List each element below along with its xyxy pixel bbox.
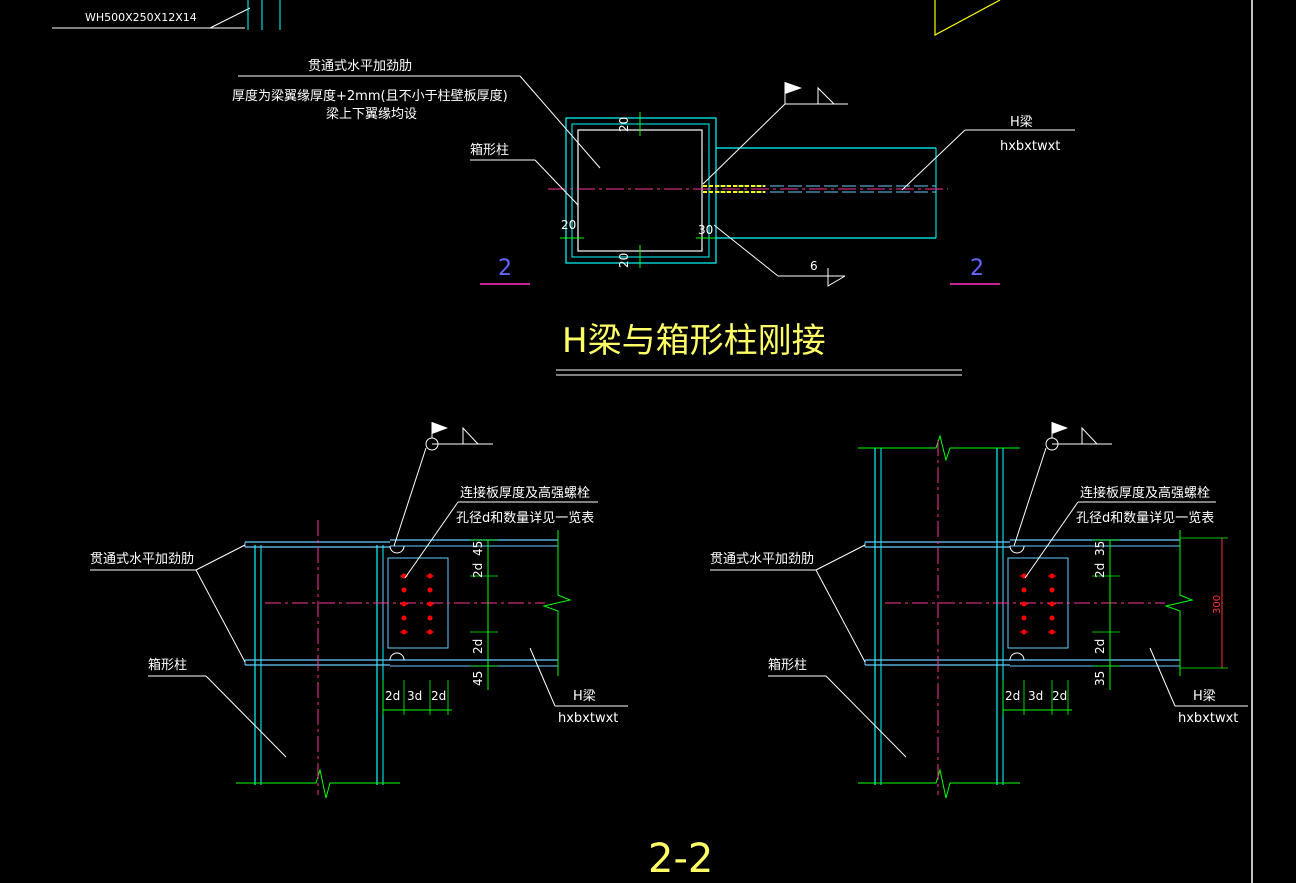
wall-bottom-dim: 20 — [617, 253, 631, 268]
right-dim-h-3: 2d — [1052, 689, 1067, 703]
beam-size-top-label: WH500X250X12X14 — [85, 11, 197, 24]
right-dim-h-1: 2d — [1005, 689, 1020, 703]
right-dim-h-2: 3d — [1028, 689, 1043, 703]
weld-symbol-left — [393, 422, 493, 547]
right-connection-note-1: 连接板厚度及高强螺栓 — [1080, 485, 1210, 501]
right-section-detail: 2d 35 2d 35 300 2d 3d 2d 连接板厚度及高强螺栓 孔径d和… — [710, 422, 1248, 799]
weld-symbol-plan — [702, 82, 848, 185]
h-beam-label-plan: H梁 — [1010, 115, 1033, 130]
right-stiffener-label: 贯通式水平加劲肋 — [710, 552, 814, 567]
left-dim-top-offset: 45 — [471, 541, 485, 556]
section-mark-left: 2 — [498, 256, 512, 281]
right-column-break-bottom — [858, 768, 1020, 799]
right-dim-top-offset: 35 — [1093, 541, 1107, 556]
left-bolt-group — [400, 573, 434, 635]
left-dim-bottom-edge: 2d — [471, 639, 485, 654]
left-dim-h-2: 3d — [407, 689, 422, 703]
box-column-outer — [565, 117, 717, 264]
left-dim-h-1: 2d — [385, 689, 400, 703]
right-dim-beam-depth: 300 — [1212, 595, 1223, 614]
box-column-inner — [577, 129, 703, 252]
weld-size-label: 6 — [810, 259, 818, 273]
section-title: 2-2 — [648, 836, 713, 882]
left-dim-top-edge: 2d — [471, 563, 485, 578]
left-h-beam-label: H梁 — [573, 689, 596, 704]
right-dim-bottom-edge: 2d — [1093, 639, 1107, 654]
box-column-label-plan: 箱形柱 — [470, 142, 509, 158]
top-left-fragment: WH500X250X12X14 — [52, 0, 281, 30]
left-connection-note-2: 孔径d和数量详见一览表 — [456, 510, 594, 526]
left-dim-bottom-offset: 45 — [471, 671, 485, 686]
left-stiffener-label: 贯通式水平加劲肋 — [90, 552, 194, 567]
left-box-column-label: 箱形柱 — [148, 657, 187, 673]
right-connection-note-2: 孔径d和数量详见一览表 — [1076, 510, 1214, 526]
plan-view: 20 20 20 30 6 — [232, 59, 1075, 376]
beam-spec-label-plan: hxbxtwxt — [1000, 139, 1060, 154]
left-beam-spec-label: hxbxtwxt — [558, 711, 618, 726]
wall-top-dim: 20 — [617, 117, 631, 132]
left-dim-h-3: 2d — [431, 689, 446, 703]
plan-title: H梁与箱形柱刚接 — [562, 321, 826, 361]
wall-left-dim: 20 — [561, 218, 576, 232]
right-dim-bottom-offset: 35 — [1093, 671, 1107, 686]
stiffener-name-plan: 贯通式水平加劲肋 — [308, 59, 412, 74]
right-h-beam-label: H梁 — [1193, 689, 1216, 704]
right-beam-break — [1164, 530, 1194, 676]
weld-symbol-right — [1013, 422, 1112, 547]
right-bolt-group — [1020, 573, 1056, 635]
left-section-detail: 2d 45 2d 45 2d 3d 2d 连接板厚度及高强螺栓 孔径d和数量详见… — [90, 422, 628, 799]
left-connection-note-1: 连接板厚度及高强螺栓 — [460, 485, 590, 501]
stiffener-note-1: 厚度为梁翼缘厚度+2mm(且不小于柱壁板厚度) — [232, 88, 508, 104]
right-column-break-top — [858, 434, 1020, 462]
section-mark-right: 2 — [970, 256, 984, 281]
weld-symbol-plan-bottom: 6 — [713, 224, 846, 287]
stiffener-note-2: 梁上下翼缘均设 — [326, 107, 417, 122]
frame-partial-yellow — [934, 0, 1001, 37]
right-box-column-label: 箱形柱 — [768, 657, 807, 673]
left-column-break — [236, 768, 400, 799]
right-beam-spec-label: hxbxtwxt — [1178, 711, 1238, 726]
right-dim-top-edge: 2d — [1093, 563, 1107, 578]
left-beam-break — [542, 530, 572, 676]
wall-right-dim: 30 — [698, 223, 713, 237]
